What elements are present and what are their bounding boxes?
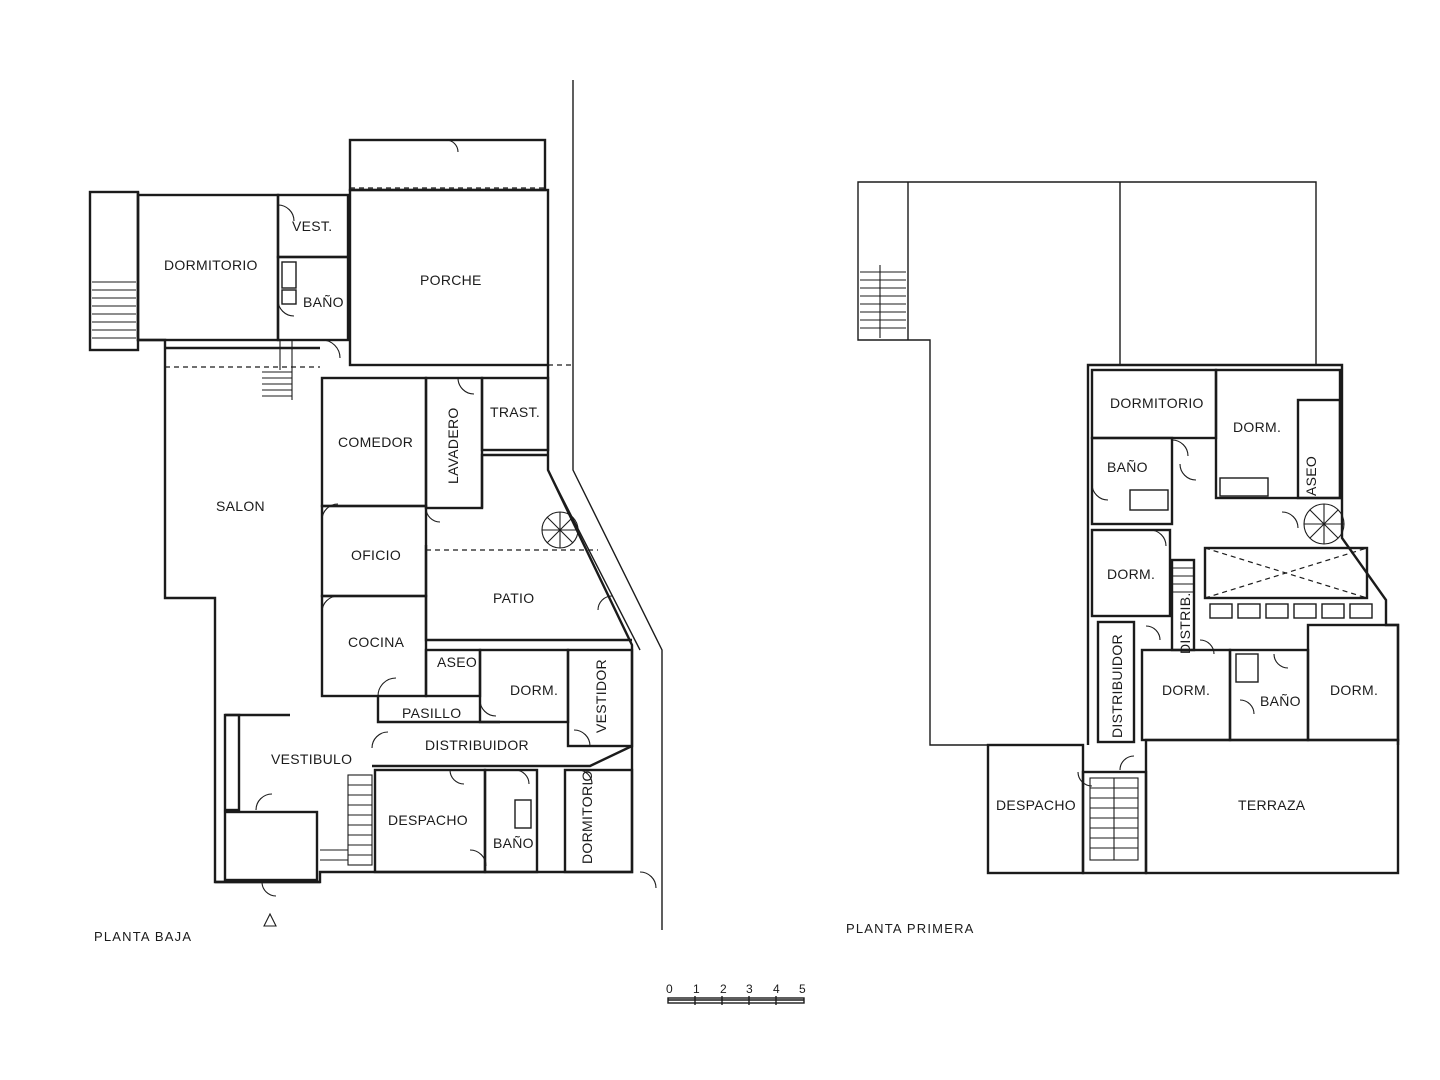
label-ff-dorm1: DORM. [1233, 419, 1281, 435]
door-swings-ground [255, 139, 657, 897]
room-aseo-ff-wall [1296, 398, 1342, 500]
roof-stair-steps [860, 265, 906, 338]
patio-void-windows [1209, 603, 1373, 619]
roof-inner-left-2 [908, 339, 990, 746]
label-cocina: COCINA [348, 634, 405, 650]
distribuidor-wall [372, 744, 633, 768]
roof-outline [857, 181, 1317, 365]
ground-floor-outer-wall [136, 192, 634, 884]
exterior-stair-block [88, 190, 140, 352]
label-distribuidor: DISTRIBUIDOR [425, 737, 529, 753]
scale-tick-4: 4 [773, 982, 780, 996]
label-vest: VEST. [292, 218, 332, 234]
distrib-stair-steps [1172, 567, 1194, 593]
vestibulo-closet [223, 713, 241, 812]
room-dormitorio2-wall [563, 768, 634, 874]
scale-tick-3: 3 [746, 982, 753, 996]
patio-void-wall [1203, 546, 1369, 600]
stair-core-steps [1089, 777, 1139, 861]
room-patio-wall [424, 545, 632, 642]
spiral-stair [541, 511, 579, 549]
label-oficio: OFICIO [351, 547, 401, 563]
ground-floor-plan: DORMITORIO VEST. BAÑO PORCHE SALON COMED… [88, 80, 663, 944]
label-vestibulo: VESTIBULO [271, 751, 352, 767]
label-dormitorio2: DORMITORIO [579, 770, 595, 864]
spiral-stair-ff [1303, 503, 1345, 545]
first-floor-plan: DORMITORIO DORM. BAÑO ASEO DORM. DISTRIB… [846, 181, 1400, 936]
label-dorm: DORM. [510, 682, 558, 698]
label-lavadero: LAVADERO [445, 407, 461, 484]
label-ff-aseo: ASEO [1303, 456, 1319, 496]
stair-core-wall [1081, 770, 1148, 875]
label-vestidor: VESTIDOR [593, 659, 609, 733]
patio-void-cross-2 [1204, 547, 1368, 599]
property-boundary-line [572, 80, 663, 930]
label-dormitorio: DORMITORIO [164, 257, 258, 273]
first-floor-title: PLANTA PRIMERA [846, 921, 975, 936]
room-cocina-wall [320, 594, 428, 698]
room-vestidor-wall [566, 648, 634, 748]
label-patio: PATIO [493, 590, 534, 606]
label-ff-terraza: TERRAZA [1238, 797, 1306, 813]
entrance-block [223, 810, 319, 882]
exterior-stair-steps [92, 281, 136, 339]
patio-upper-wall [480, 453, 548, 508]
room-dorm4-ff-wall [1306, 623, 1400, 742]
room-bano1-ff-wall [1090, 436, 1174, 526]
pasillo-wall [376, 696, 500, 724]
label-trast: TRAST. [490, 404, 540, 420]
scale-tick-2: 2 [720, 982, 727, 996]
bano1-ff-fixture [1129, 489, 1169, 511]
label-ff-distrib: DISTRIB. [1177, 592, 1193, 654]
label-ff-bano2: BAÑO [1260, 693, 1301, 709]
scale-tick-5: 5 [799, 982, 806, 996]
scale-bar: 0 1 2 3 4 5 [666, 982, 806, 1005]
room-trast-wall [480, 376, 550, 452]
room-dorm2-ff-wall [1090, 528, 1172, 618]
inner-stair-steps [262, 340, 293, 400]
label-ff-distribuidor: DISTRIBUIDOR [1109, 634, 1125, 738]
label-ff-dorm4: DORM. [1330, 682, 1378, 698]
door-swings-first [1077, 439, 1299, 787]
label-ff-dorm2: DORM. [1107, 566, 1155, 582]
bano2-ff-fixture [1235, 653, 1259, 683]
label-ff-dorm3: DORM. [1162, 682, 1210, 698]
label-bano: BAÑO [303, 294, 344, 310]
dorm1-ff-fixture [1219, 477, 1269, 497]
ground-floor-title: PLANTA BAJA [94, 929, 192, 944]
room-bano-wall [276, 255, 350, 342]
scale-bar-divisions [668, 996, 804, 1005]
room-bano2-wall [483, 768, 539, 874]
label-pasillo: PASILLO [402, 705, 461, 721]
label-ff-bano1: BAÑO [1107, 459, 1148, 475]
scale-tick-0: 0 [666, 982, 673, 996]
label-porche: PORCHE [420, 272, 482, 288]
label-ff-despacho: DESPACHO [996, 797, 1076, 813]
label-aseo: ASEO [437, 654, 477, 670]
label-bano2: BAÑO [493, 835, 534, 851]
bano-fixture-2 [281, 289, 297, 305]
scale-tick-1: 1 [693, 982, 700, 996]
label-ff-dormitorio: DORMITORIO [1110, 395, 1204, 411]
bano-fixture-1 [281, 261, 297, 289]
room-distribuidor-ff-wall [1096, 620, 1136, 744]
vestibulo-stair-steps [320, 774, 373, 866]
label-comedor: COMEDOR [338, 434, 413, 450]
bano2-fixture [514, 799, 532, 829]
entrance-arrow-icon [263, 912, 277, 927]
label-despacho: DESPACHO [388, 812, 468, 828]
label-salon: SALON [216, 498, 265, 514]
porche-top-annex [348, 138, 547, 192]
